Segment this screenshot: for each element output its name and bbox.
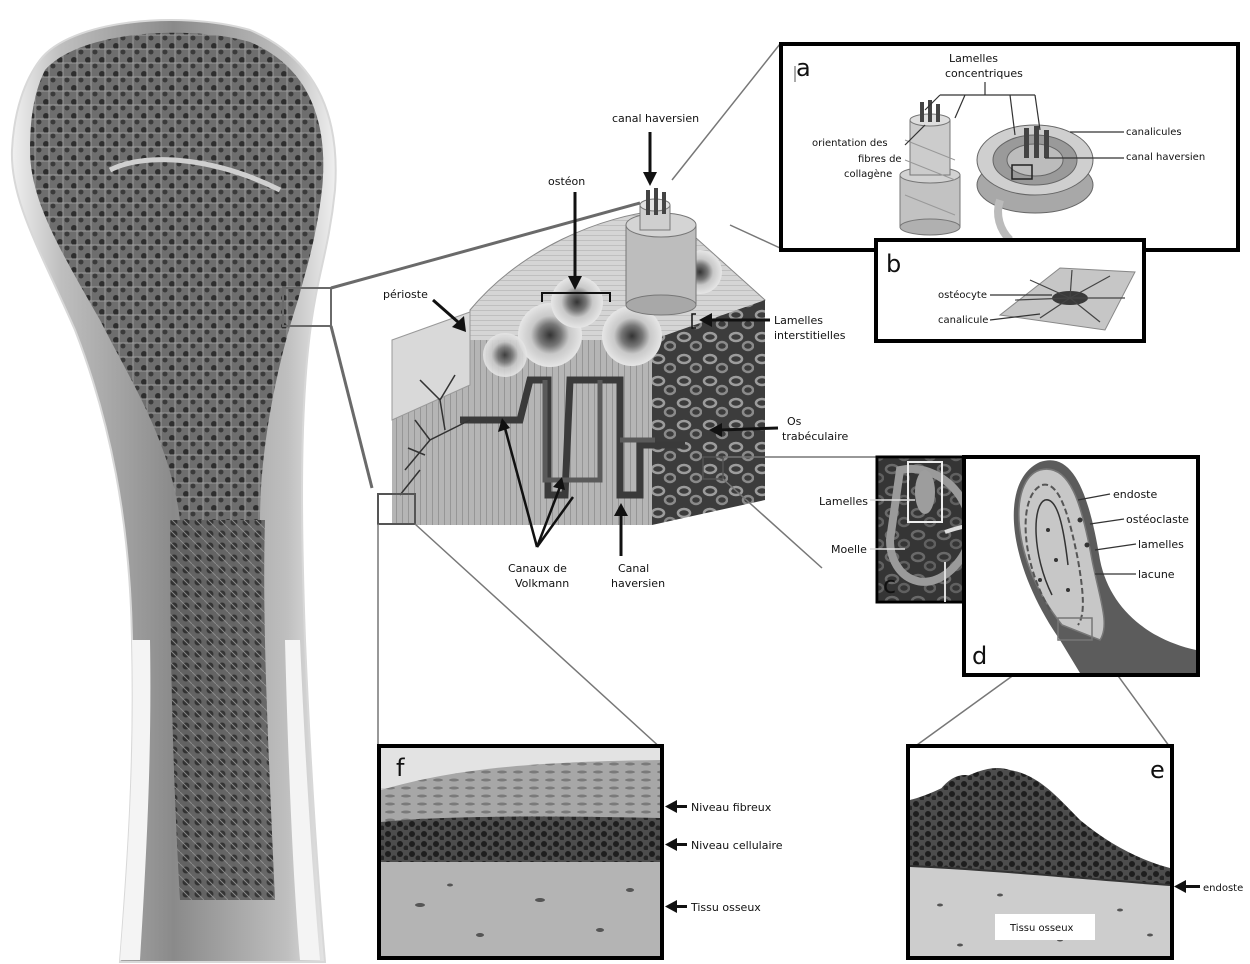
label-canal-haversien-top: canal haversien — [612, 112, 699, 125]
panel-d: d endoste ostéoclaste lamelles lacune — [964, 457, 1198, 675]
panel-e-letter: e — [1150, 756, 1165, 784]
label-osteon: ostéon — [548, 175, 585, 188]
panel-a: a Lamelles concentriqu — [781, 44, 1238, 250]
label-os-trabeculaire-1: Os — [787, 415, 802, 428]
label-lamelles-interstitielles-2: interstitielles — [774, 329, 846, 342]
panel-e: Tissu osseux e endoste — [908, 746, 1243, 958]
panel-d-letter: d — [972, 642, 987, 670]
panel-b: b ostéocyte canalicule — [876, 240, 1144, 341]
panel-c-letter: c — [883, 571, 896, 599]
label-lamelles-concentriques-2: concentriques — [945, 67, 1023, 80]
label-orientation-2: fibres de — [858, 154, 902, 165]
label-canal-haversien-a: canal haversien — [1126, 152, 1205, 163]
label-canal-haversien-bottom-2: haversien — [611, 577, 665, 590]
label-lamelles-d: lamelles — [1138, 538, 1184, 551]
label-lamelles-c: Lamelles — [819, 495, 868, 508]
label-perioste: périoste — [383, 288, 428, 301]
cortical-bone-block — [378, 188, 765, 525]
label-endoste-e: endoste — [1203, 883, 1243, 894]
label-tissu-osseux-e: Tissu osseux — [1009, 923, 1074, 934]
label-canaux-volkmann-2: Volkmann — [515, 577, 569, 590]
label-endoste-d: endoste — [1113, 488, 1157, 501]
panel-f: f Niveau fibreux Niveau cellulaire Tissu… — [379, 746, 783, 958]
panel-f-letter: f — [396, 754, 405, 782]
osteon-cylinder — [626, 188, 696, 315]
label-orientation-1: orientation des — [812, 138, 888, 149]
label-tissu-osseux-f: Tissu osseux — [690, 901, 761, 914]
label-lamelles-interstitielles-1: Lamelles — [774, 314, 823, 327]
label-niveau-cellulaire: Niveau cellulaire — [691, 839, 783, 852]
label-orientation-3: collagène — [844, 168, 892, 180]
label-lamelles-concentriques-1: Lamelles — [949, 52, 998, 65]
label-niveau-fibreux: Niveau fibreux — [691, 801, 772, 814]
label-osteoclaste: ostéoclaste — [1126, 513, 1189, 526]
label-canal-haversien-bottom-1: Canal — [618, 562, 649, 575]
label-canalicule: canalicule — [938, 315, 988, 326]
panel-a-letter: a — [796, 54, 811, 82]
panel-b-letter: b — [886, 250, 901, 278]
label-os-trabeculaire-2: trabéculaire — [782, 430, 848, 443]
label-osteocyte: ostéocyte — [938, 289, 987, 301]
femur-section — [12, 20, 336, 962]
label-canaux-volkmann-1: Canaux de — [508, 562, 567, 575]
label-moelle: Moelle — [831, 543, 867, 556]
label-lacune: lacune — [1138, 568, 1175, 581]
label-canalicules-a: canalicules — [1126, 127, 1182, 138]
